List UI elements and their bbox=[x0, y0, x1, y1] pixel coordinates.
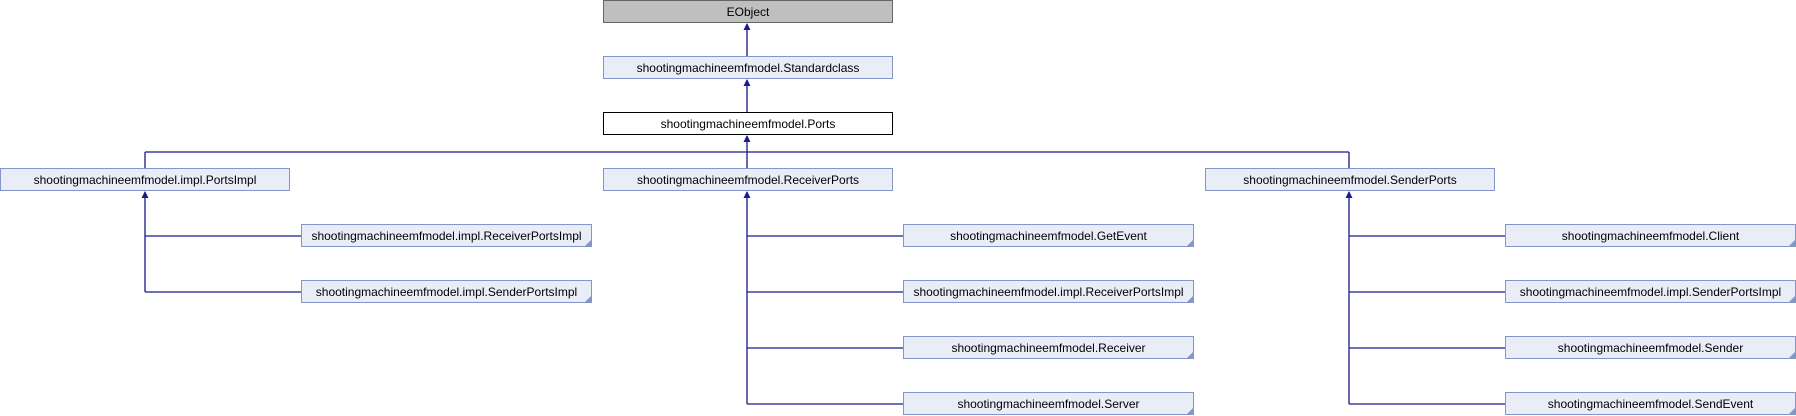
corner-mark-icon bbox=[1789, 352, 1795, 358]
edge-arrow-icon bbox=[743, 23, 751, 30]
corner-mark-icon bbox=[1187, 240, 1193, 246]
node-portsimpl-receiverportsimpl[interactable]: shootingmachineemfmodel.impl.ReceiverPor… bbox=[301, 224, 592, 247]
node-receiver-label: shootingmachineemfmodel.Receiver bbox=[951, 340, 1146, 355]
node-portsimpl-receiverportsimpl-label: shootingmachineemfmodel.impl.ReceiverPor… bbox=[311, 228, 582, 243]
node-client[interactable]: shootingmachineemfmodel.Client bbox=[1505, 224, 1796, 247]
corner-mark-icon bbox=[1187, 296, 1193, 302]
node-ports[interactable]: shootingmachineemfmodel.Ports bbox=[603, 112, 893, 135]
node-receiverports-receiverportsimpl-label: shootingmachineemfmodel.impl.ReceiverPor… bbox=[913, 284, 1184, 299]
node-standardclass-label: shootingmachineemfmodel.Standardclass bbox=[636, 60, 860, 75]
node-senderports-senderportsimpl[interactable]: shootingmachineemfmodel.impl.SenderPorts… bbox=[1505, 280, 1796, 303]
edge-arrow-icon bbox=[141, 191, 149, 198]
edge-arrow-icon bbox=[743, 135, 751, 142]
node-portsimpl-senderportsimpl[interactable]: shootingmachineemfmodel.impl.SenderPorts… bbox=[301, 280, 592, 303]
node-server[interactable]: shootingmachineemfmodel.Server bbox=[903, 392, 1194, 415]
node-getevent-label: shootingmachineemfmodel.GetEvent bbox=[950, 228, 1147, 243]
node-server-label: shootingmachineemfmodel.Server bbox=[957, 396, 1140, 411]
node-getevent[interactable]: shootingmachineemfmodel.GetEvent bbox=[903, 224, 1194, 247]
node-portsimpl-label: shootingmachineemfmodel.impl.PortsImpl bbox=[33, 172, 257, 187]
edge-arrow-icon bbox=[743, 191, 751, 198]
node-senderports[interactable]: shootingmachineemfmodel.SenderPorts bbox=[1205, 168, 1495, 191]
node-receiverports-label: shootingmachineemfmodel.ReceiverPorts bbox=[636, 172, 860, 187]
node-senderports-senderportsimpl-label: shootingmachineemfmodel.impl.SenderPorts… bbox=[1519, 284, 1782, 299]
node-receiverports[interactable]: shootingmachineemfmodel.ReceiverPorts bbox=[603, 168, 893, 191]
node-sendevent[interactable]: shootingmachineemfmodel.SendEvent bbox=[1505, 392, 1796, 415]
corner-mark-icon bbox=[1789, 408, 1795, 414]
edge-arrow-icon bbox=[1345, 191, 1353, 198]
node-eobject-label: EObject bbox=[726, 4, 770, 19]
node-standardclass[interactable]: shootingmachineemfmodel.Standardclass bbox=[603, 56, 893, 79]
corner-mark-icon bbox=[1789, 296, 1795, 302]
node-receiverports-receiverportsimpl[interactable]: shootingmachineemfmodel.impl.ReceiverPor… bbox=[903, 280, 1194, 303]
corner-mark-icon bbox=[1789, 240, 1795, 246]
node-sendevent-label: shootingmachineemfmodel.SendEvent bbox=[1547, 396, 1754, 411]
node-portsimpl-senderportsimpl-label: shootingmachineemfmodel.impl.SenderPorts… bbox=[315, 284, 578, 299]
edge-arrow-icon bbox=[743, 79, 751, 86]
node-eobject: EObject bbox=[603, 0, 893, 23]
corner-mark-icon bbox=[585, 240, 591, 246]
node-portsimpl[interactable]: shootingmachineemfmodel.impl.PortsImpl bbox=[0, 168, 290, 191]
node-client-label: shootingmachineemfmodel.Client bbox=[1561, 228, 1740, 243]
corner-mark-icon bbox=[1187, 352, 1193, 358]
corner-mark-icon bbox=[1187, 408, 1193, 414]
node-sender-label: shootingmachineemfmodel.Sender bbox=[1557, 340, 1744, 355]
node-sender[interactable]: shootingmachineemfmodel.Sender bbox=[1505, 336, 1796, 359]
node-ports-label: shootingmachineemfmodel.Ports bbox=[660, 116, 836, 131]
node-senderports-label: shootingmachineemfmodel.SenderPorts bbox=[1243, 172, 1457, 187]
node-receiver[interactable]: shootingmachineemfmodel.Receiver bbox=[903, 336, 1194, 359]
corner-mark-icon bbox=[585, 296, 591, 302]
